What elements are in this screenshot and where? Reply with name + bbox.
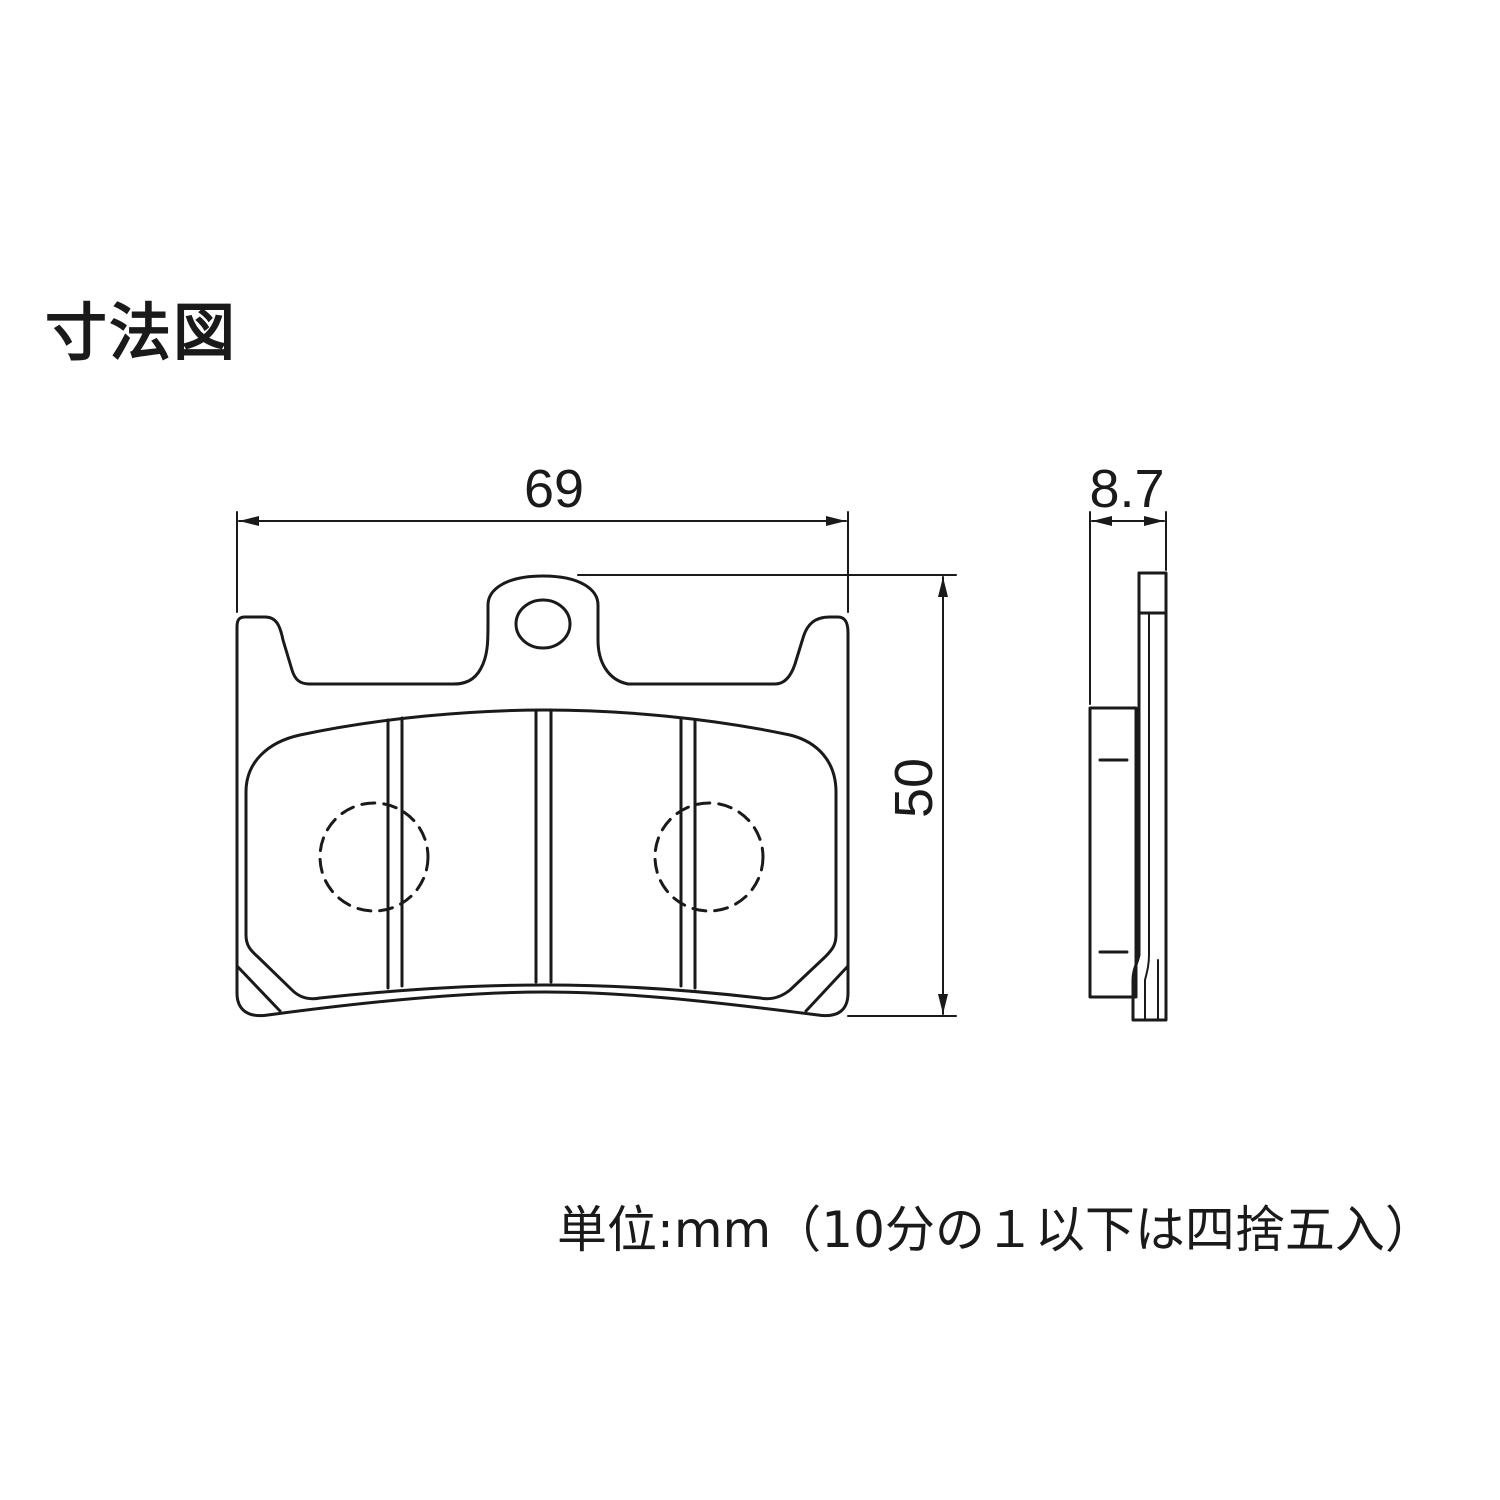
mounting-hole [514, 598, 572, 650]
friction-slot-left [386, 716, 404, 990]
backing-plate-outline [235, 574, 850, 1018]
chamfer-line-right [804, 964, 850, 1013]
width-dimension-label: 69 [524, 459, 584, 519]
thickness-dimension [1089, 511, 1167, 705]
height-dimension [577, 574, 957, 1017]
piston-circle-left [318, 801, 430, 913]
side-friction-material [1088, 706, 1138, 999]
piston-circle-right [653, 801, 765, 913]
height-dimension-label: 50 [884, 758, 944, 818]
pad-side-view [1088, 571, 1168, 1022]
thickness-dimension-label: 8.7 [1089, 459, 1164, 519]
friction-slot-right [679, 716, 697, 990]
units-note: 単位:mm（10分の１以下は四捨五入） [557, 1201, 1435, 1259]
side-backing-plate-step [1144, 954, 1150, 1021]
chamfer-line-left [235, 964, 282, 1013]
pad-front-view [235, 574, 850, 1018]
page-title: 寸法図 [45, 296, 238, 369]
friction-slot-center [534, 708, 553, 984]
side-backing-plate [1131, 571, 1168, 1022]
friction-material-outline [244, 708, 838, 1001]
width-dimension [236, 511, 849, 613]
